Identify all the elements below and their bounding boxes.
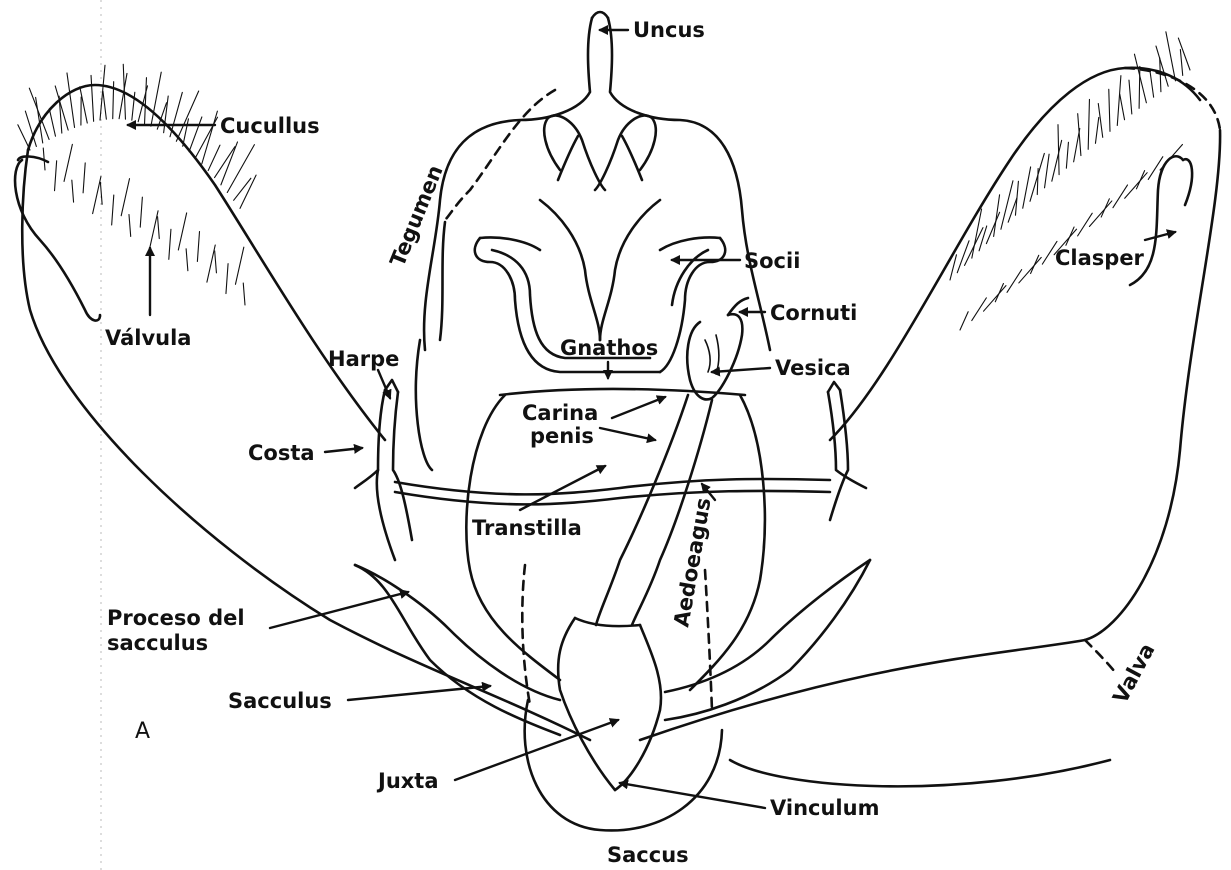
seta-line (1037, 169, 1038, 195)
seta-line (1088, 99, 1089, 149)
seta-line (178, 213, 186, 250)
label-cornuti: Cornuti (770, 301, 857, 325)
seta-line (119, 73, 127, 118)
seta-line (72, 180, 74, 202)
seta-line (1058, 125, 1059, 175)
seta-line (170, 92, 182, 136)
seta-line (55, 86, 68, 130)
label-proceso-line2: sacculus (107, 631, 208, 655)
seta-line (240, 175, 256, 208)
seta-line (103, 91, 106, 119)
seta-line (234, 178, 251, 200)
seta-line (1098, 104, 1102, 138)
seta-line (995, 284, 1003, 302)
seta-line (1019, 257, 1041, 283)
seta-line (169, 229, 171, 259)
label-transtilla: Transtilla (472, 516, 582, 540)
label-proceso-line1: Proceso del (107, 606, 245, 630)
label-clasper: Clasper (1055, 246, 1145, 270)
seta-line (1113, 185, 1128, 208)
label-cucullus: Cucullus (220, 114, 320, 138)
seta-line (208, 145, 220, 170)
left-harpe (355, 380, 412, 560)
seta-line (1066, 227, 1074, 245)
seta-line (83, 163, 85, 193)
seta-line (1101, 199, 1109, 217)
seta-line (55, 161, 57, 191)
seta-line (1129, 80, 1132, 114)
seta-line (145, 78, 147, 124)
seta-line (960, 312, 968, 330)
seta-line (1023, 167, 1031, 208)
seta-line (186, 249, 188, 271)
seta-line (1180, 50, 1182, 76)
seta-line (979, 226, 987, 251)
seta-line (1178, 38, 1190, 70)
seta-line (158, 217, 160, 239)
seta-line (1045, 154, 1050, 188)
seta-line (1078, 213, 1093, 236)
juxta (558, 618, 661, 790)
label-vinculum: Vinculum (770, 796, 879, 820)
seta-line (93, 176, 101, 213)
seta-line (1120, 94, 1125, 120)
label-gnathos: Gnathos (560, 336, 658, 360)
seta-line (91, 75, 94, 121)
seta-line (235, 247, 243, 284)
right-valva-setae (950, 32, 1190, 330)
figure-letter: A (135, 719, 150, 744)
label-harpe: Harpe (328, 347, 399, 371)
seta-line (150, 211, 158, 248)
seta-line (1117, 76, 1121, 126)
seta-line (1015, 181, 1018, 215)
seta-line (121, 179, 129, 216)
label-juxta: Juxta (376, 769, 439, 793)
seta-line (1031, 255, 1039, 273)
label-valva: Valva (1108, 639, 1159, 707)
seta-line (986, 212, 999, 243)
seta-line (215, 251, 217, 273)
label-saccus: Saccus (607, 843, 689, 867)
seta-line (1095, 117, 1098, 143)
seta-line (207, 245, 215, 282)
left-proceso-sacculus (355, 565, 560, 735)
seta-line (1052, 140, 1062, 181)
socii (540, 115, 660, 340)
seta-line (226, 264, 228, 294)
label-valvula: Válvula (105, 326, 191, 350)
seta-line (972, 298, 987, 321)
seta-line (1136, 171, 1144, 189)
seta-line (67, 73, 75, 127)
label-vesica: Vesica (775, 356, 851, 380)
seta-line (984, 286, 1006, 312)
seta-line (49, 109, 55, 136)
seta-line (1066, 142, 1068, 168)
label-costa: Costa (248, 441, 315, 465)
seta-line (1156, 46, 1168, 86)
label-carina-line1: Carina (522, 401, 598, 425)
label-carina-line2: penis (530, 424, 594, 448)
seta-line (18, 125, 30, 150)
seta-line (1125, 173, 1147, 199)
seta-line (189, 117, 202, 152)
label-uncus: Uncus (633, 18, 705, 42)
seta-line (1150, 71, 1154, 97)
seta-line (100, 182, 102, 204)
seta-line (112, 195, 114, 225)
seta-line (1007, 270, 1022, 293)
seta-line (243, 283, 245, 305)
label-sacculus: Sacculus (228, 689, 332, 713)
seta-line (129, 214, 131, 236)
seta-line (197, 232, 199, 262)
seta-line (1134, 54, 1146, 103)
seta-line (64, 144, 72, 181)
seta-line (183, 119, 189, 146)
seta-line (1001, 181, 1013, 230)
seta-line (140, 197, 142, 227)
seta-line (1089, 201, 1111, 227)
seta-line (1109, 89, 1110, 131)
label-socii: Socii (744, 249, 800, 273)
